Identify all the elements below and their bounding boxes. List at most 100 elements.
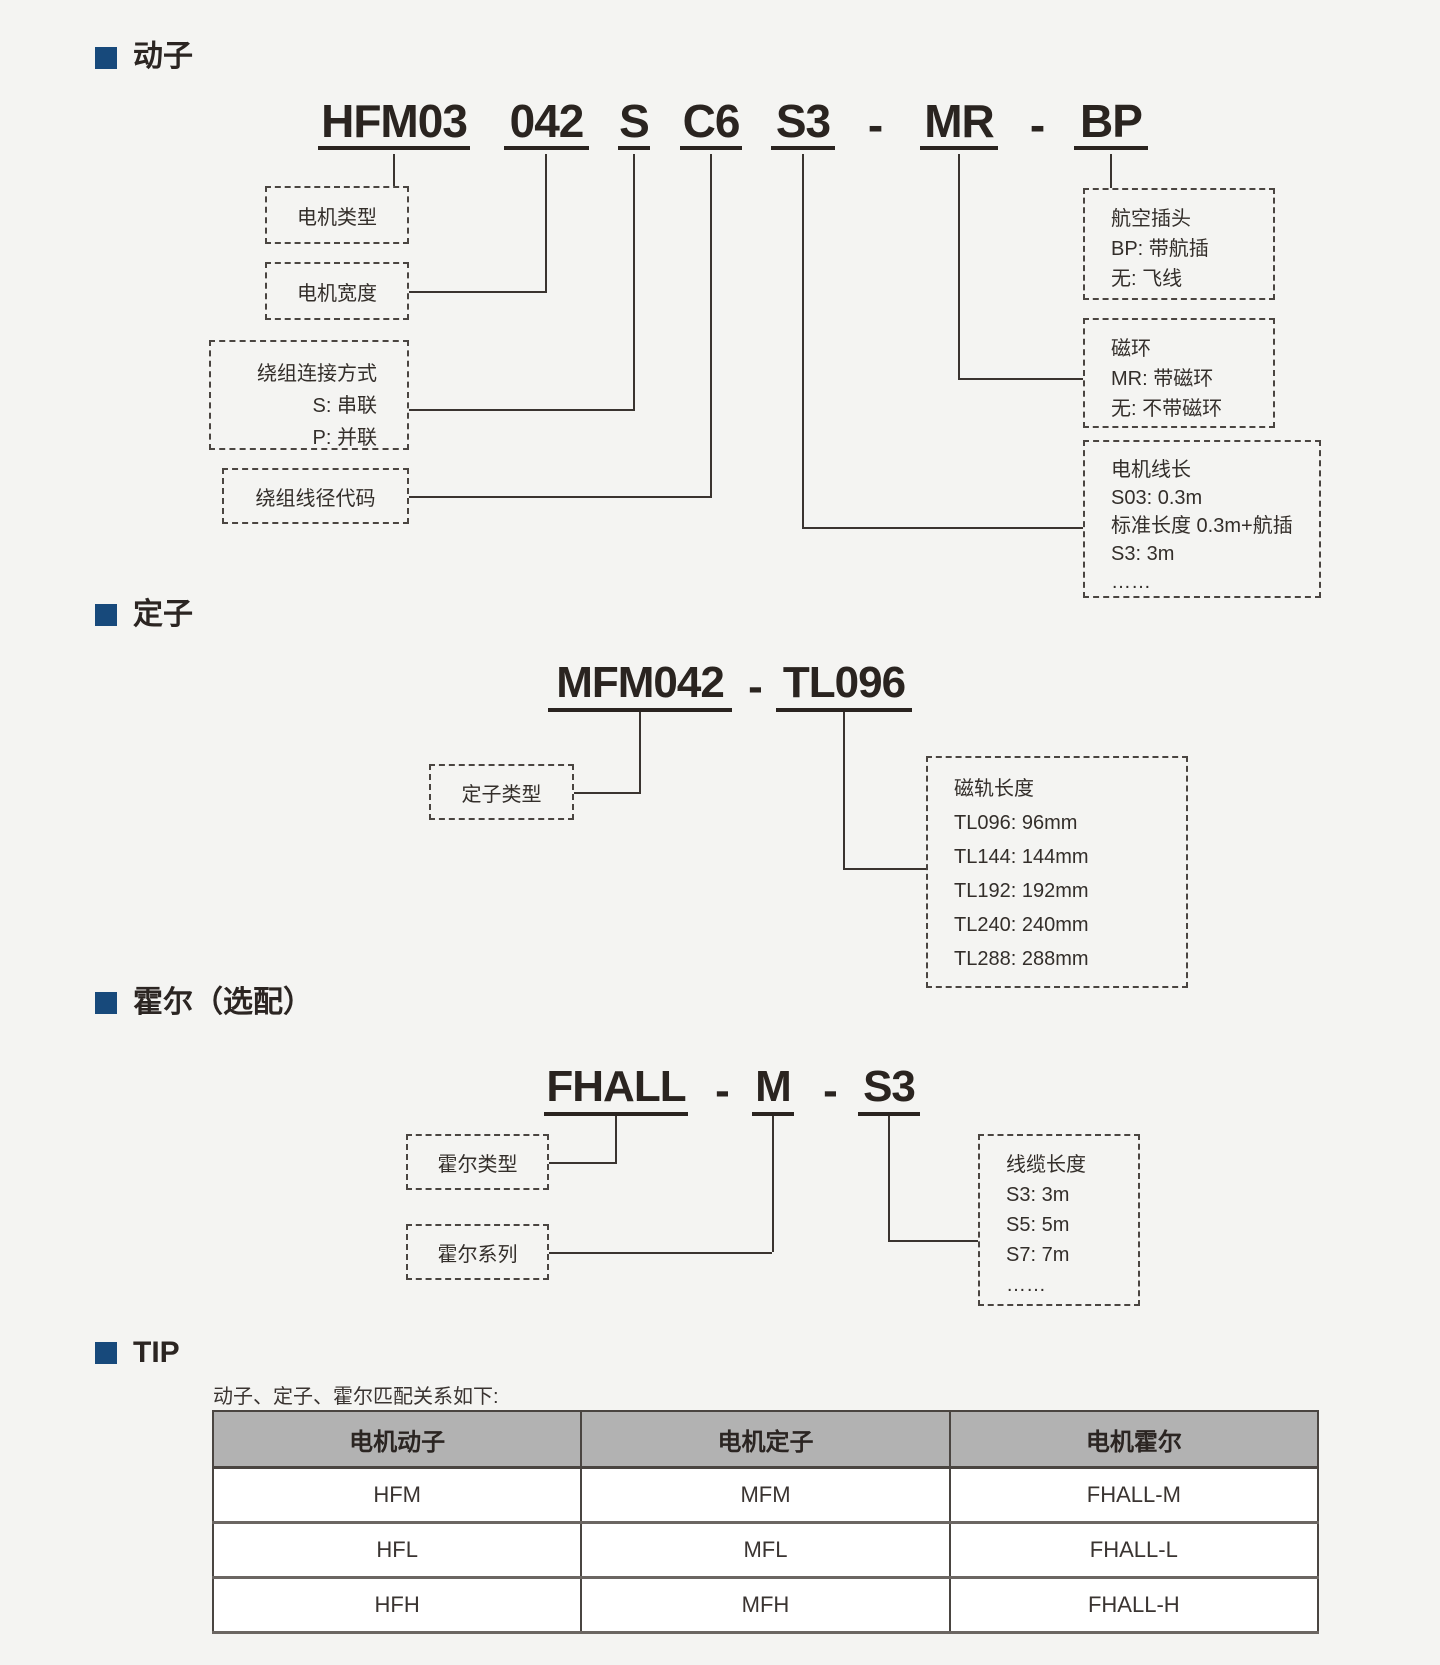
connector-vline (772, 1116, 774, 1252)
callout-line: 磁轨长度 (954, 778, 1034, 800)
table-row: HFH MFH FHALL-H (211, 1576, 1320, 1634)
code-segment-s3: S3 (771, 96, 835, 150)
callout-line: S: 串联 (312, 395, 377, 417)
callout-line: 定子类型 (461, 783, 542, 806)
callout-line: 无: 飞线 (1111, 268, 1183, 290)
callout-line: S7: 7m (1006, 1244, 1070, 1266)
table-cell: MFH (580, 1576, 951, 1634)
callout-line: 标准长度 0.3m+航插 (1111, 515, 1293, 537)
table-row: HFL MFL FHALL-L (211, 1521, 1320, 1579)
table-cell: HFH (211, 1576, 583, 1634)
code-segment-hfm03: HFM03 (318, 96, 470, 150)
connector-hline (574, 792, 641, 794)
table-row: HFM MFM FHALL-M (211, 1466, 1320, 1524)
callout-cable-length: 线缆长度 S3: 3m S5: 5m S7: 7m …… (978, 1134, 1140, 1306)
callout-winding-connection: 绕组连接方式 S: 串联 P: 并联 (209, 340, 409, 450)
connector-vline (393, 154, 395, 186)
connector-vline (843, 712, 845, 868)
callout-stator-type: 定子类型 (429, 764, 574, 820)
section-bullet-mover (95, 47, 117, 69)
connector-vline (615, 1116, 617, 1162)
callout-line: 无: 不带磁环 (1111, 398, 1223, 420)
connector-vline (1110, 154, 1112, 188)
connector-vline (639, 712, 641, 792)
connector-hline (549, 1162, 617, 1164)
callout-winding-wire-code: 绕组线径代码 (222, 468, 409, 524)
callout-line: TL288: 288mm (954, 948, 1089, 970)
callout-line: S5: 5m (1006, 1214, 1070, 1236)
code-segment-s3-hall: S3 (858, 1062, 920, 1116)
callout-motor-type: 电机类型 (265, 186, 409, 244)
connector-hline (409, 496, 712, 498)
callout-line: 霍尔类型 (437, 1153, 518, 1176)
callout-line: TL192: 192mm (954, 880, 1089, 902)
section-bullet-hall (95, 992, 117, 1014)
connector-vline (545, 154, 547, 291)
connector-hline (958, 378, 1083, 380)
callout-line: TL240: 240mm (954, 914, 1089, 936)
callout-line: …… (1111, 571, 1151, 593)
callout-line: 绕组线径代码 (255, 487, 376, 510)
callout-line: 航空插头 (1111, 208, 1191, 230)
callout-line: 电机线长 (1111, 459, 1191, 481)
callout-line: BP: 带航插 (1111, 238, 1209, 260)
callout-line: TL096: 96mm (954, 812, 1078, 834)
code-separator: - (867, 99, 883, 151)
callout-line: S3: 3m (1111, 543, 1175, 565)
callout-hall-series: 霍尔系列 (406, 1224, 549, 1280)
callout-line: 电机宽度 (297, 282, 377, 305)
connector-hline (888, 1240, 978, 1242)
code-segment-c6: C6 (680, 96, 742, 150)
callout-line: TL144: 144mm (954, 846, 1089, 868)
section-bullet-tip (95, 1342, 117, 1364)
callout-line: 线缆长度 (1006, 1154, 1086, 1176)
callout-line: …… (1006, 1274, 1046, 1296)
section-heading-stator: 定子 (133, 598, 193, 631)
connector-vline (633, 154, 635, 409)
connector-hline (549, 1252, 772, 1254)
callout-motor-width: 电机宽度 (265, 262, 409, 320)
callout-line: 磁环 (1111, 338, 1151, 360)
table-cell: HFM (211, 1466, 583, 1524)
connector-vline (888, 1116, 890, 1240)
section-heading-tip: TIP (133, 1336, 180, 1369)
callout-line: P: 并联 (312, 427, 377, 449)
callout-line: 电机类型 (297, 206, 377, 229)
connector-vline (710, 154, 712, 496)
section-heading-mover: 动子 (133, 40, 193, 73)
section-bullet-stator (95, 604, 117, 626)
table-header-row: 电机动子 电机定子 电机霍尔 (211, 1410, 1320, 1469)
connector-hline (802, 527, 1083, 529)
table-cell: HFL (211, 1521, 583, 1579)
callout-magnet-ring: 磁环 MR: 带磁环 无: 不带磁环 (1083, 318, 1275, 428)
table-header-cell: 电机动子 (211, 1410, 583, 1469)
callout-rail-length: 磁轨长度 TL096: 96mm TL144: 144mm TL192: 192… (926, 756, 1188, 988)
code-segment-tl096: TL096 (776, 658, 912, 712)
callout-line: 绕组连接方式 (257, 363, 377, 385)
callout-aviation-plug: 航空插头 BP: 带航插 无: 飞线 (1083, 188, 1275, 300)
code-segment-fhall: FHALL (544, 1062, 688, 1116)
code-segment-bp: BP (1074, 96, 1148, 150)
callout-line: S03: 0.3m (1111, 487, 1203, 509)
table-cell: MFL (580, 1521, 951, 1579)
code-separator: - (823, 1066, 838, 1115)
connector-vline (802, 154, 804, 527)
callout-line: MR: 带磁环 (1111, 368, 1214, 390)
code-separator: - (1029, 99, 1045, 151)
code-segment-s: S (618, 96, 650, 150)
code-separator: - (715, 1066, 730, 1115)
code-segment-mr: MR (920, 96, 998, 150)
connector-hline (843, 868, 926, 870)
callout-hall-type: 霍尔类型 (406, 1134, 549, 1190)
callout-line: 霍尔系列 (437, 1243, 518, 1266)
tip-table: 电机动子 电机定子 电机霍尔 HFM MFM FHALL-M HFL MFL F… (211, 1410, 1320, 1634)
table-cell: FHALL-M (948, 1466, 1320, 1524)
code-separator: - (748, 662, 763, 711)
table-header-cell: 电机定子 (580, 1410, 951, 1469)
callout-line: S3: 3m (1006, 1184, 1070, 1206)
connector-hline (409, 291, 547, 293)
connector-hline (409, 409, 635, 411)
tip-caption: 动子、定子、霍尔匹配关系如下: (213, 1386, 499, 1408)
table-cell: FHALL-L (948, 1521, 1320, 1579)
table-cell: FHALL-H (948, 1576, 1320, 1634)
